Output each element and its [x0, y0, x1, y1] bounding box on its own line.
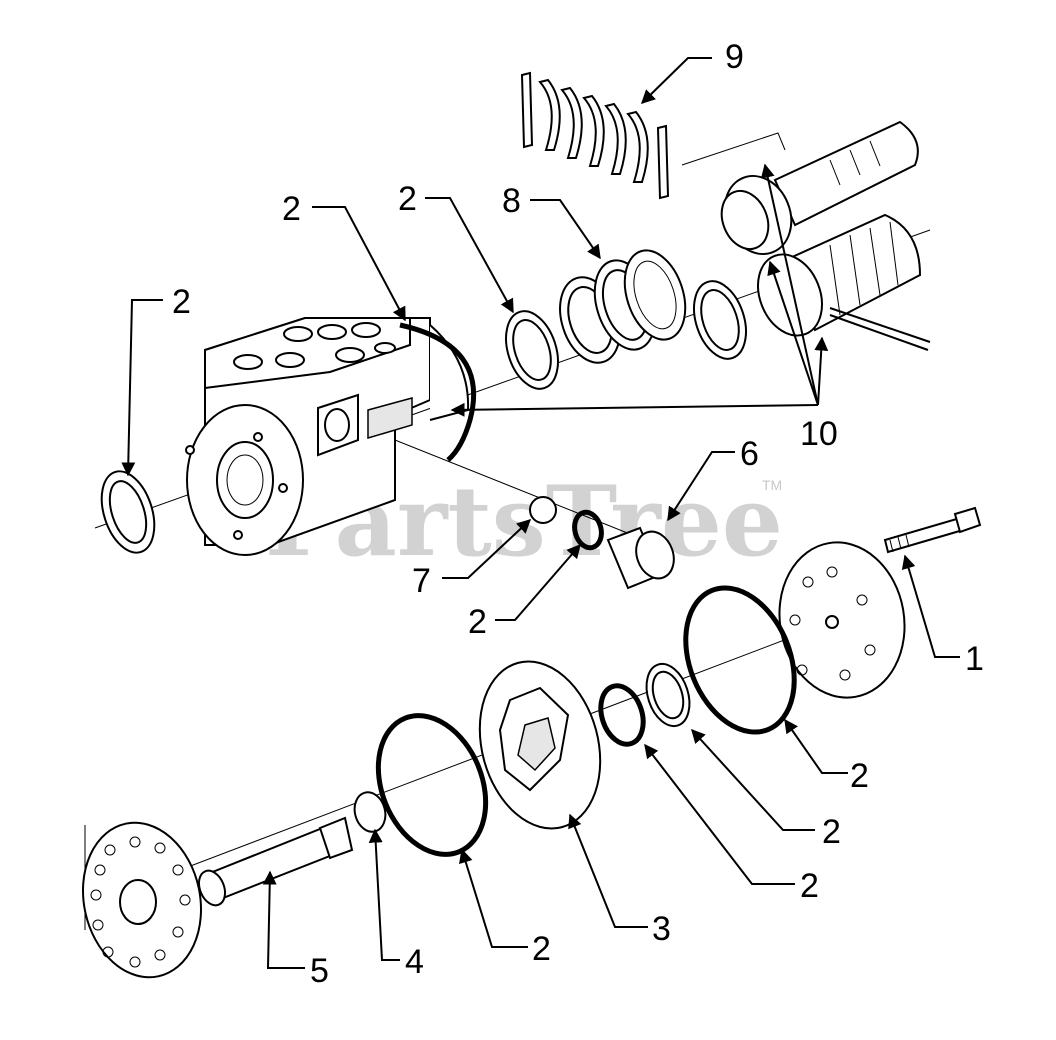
- seal-ring-spool: [693, 280, 747, 360]
- leader-10b: [767, 260, 819, 406]
- valve-housing: [185, 317, 470, 556]
- plug-o-ring: [572, 509, 604, 551]
- callout-10: 10: [800, 415, 838, 453]
- leader-3: [568, 813, 648, 928]
- callout-9: 9: [725, 38, 744, 76]
- leader-1: [901, 554, 960, 658]
- leader-5: [262, 870, 305, 969]
- end-cap-o-ring: [683, 585, 797, 735]
- check-ball: [529, 496, 557, 524]
- leader-2f: [691, 728, 815, 831]
- callout-8: 8: [502, 182, 521, 220]
- leader-2d: [495, 543, 581, 621]
- leader-lines: [121, 57, 960, 969]
- leader-2a: [312, 206, 406, 322]
- watermark-trademark: TM: [762, 477, 782, 493]
- lower-assembly-axis: [87, 614, 851, 906]
- callout-2-upper-seal: 2: [398, 180, 417, 218]
- leader-10a: [760, 163, 819, 406]
- leader-9: [640, 57, 712, 104]
- spring-leader-bracket: [681, 132, 786, 166]
- callout-2-small-oring: 2: [800, 867, 819, 905]
- leader-2b: [425, 197, 514, 314]
- port-axis-line: [344, 419, 666, 549]
- mounting-plate: [81, 821, 203, 979]
- leader-10d: [450, 402, 819, 417]
- callout-4: 4: [405, 943, 424, 981]
- leader-2h: [459, 848, 528, 948]
- cap-screw: [883, 506, 982, 554]
- seal-ring-lower: [645, 662, 691, 728]
- gerotor-set: [478, 660, 602, 830]
- drive-shaft: [197, 816, 354, 907]
- callout-labels: 9 8 2 2 2 10 6 7 2 1 2 2 2 3 2 4 5: [172, 38, 984, 990]
- callout-2-lower-seal: 2: [822, 813, 841, 851]
- leader-7: [442, 519, 532, 579]
- leader-2g: [644, 743, 795, 885]
- leader-6: [667, 451, 735, 522]
- centering-springs: [520, 71, 670, 200]
- callout-3: 3: [652, 910, 671, 948]
- leader-8: [530, 199, 601, 260]
- leader-2c: [121, 299, 163, 477]
- callout-7: 7: [412, 562, 431, 600]
- thrust-bearing-assembly: [559, 249, 687, 364]
- callout-2-gerotor-oring: 2: [532, 930, 551, 968]
- housing-o-ring: [399, 322, 477, 462]
- leader-10c: [814, 336, 829, 406]
- callout-2-plug-oring: 2: [468, 603, 487, 641]
- callout-6: 6: [740, 435, 759, 473]
- spool-sleeve: [720, 120, 919, 255]
- leader-4: [368, 828, 400, 961]
- callout-2-endcap-oring: 2: [850, 757, 869, 795]
- seal-ring-left: [100, 470, 156, 554]
- small-o-ring-lower: [598, 683, 646, 747]
- seal-ring-upper: [505, 310, 559, 390]
- port-plug: [606, 526, 675, 590]
- callout-2-housing-oring: 2: [282, 190, 301, 228]
- end-cap: [778, 541, 906, 699]
- leader-2e: [784, 718, 848, 774]
- callout-5: 5: [310, 952, 329, 990]
- callout-2-left-seal: 2: [172, 283, 191, 321]
- gerotor-o-ring: [375, 713, 489, 857]
- callout-1: 1: [965, 640, 984, 678]
